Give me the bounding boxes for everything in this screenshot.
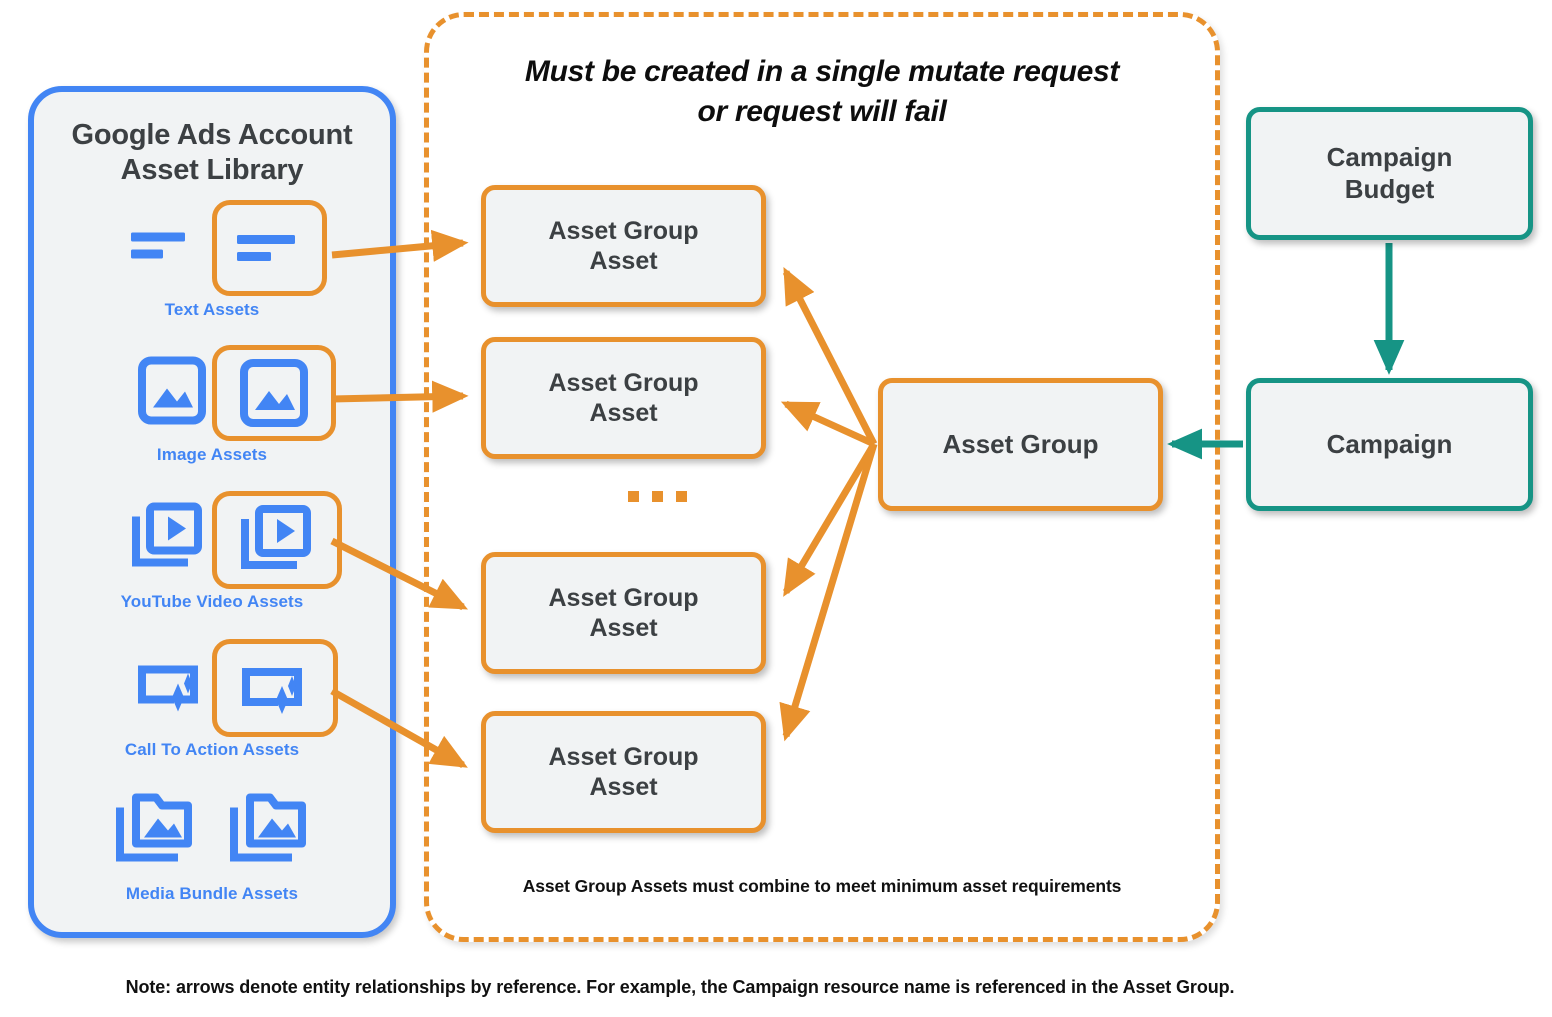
media-bundle-icon-second: [226, 790, 312, 875]
ellipsis-dot: [676, 491, 687, 502]
asset-group-asset-box[interactable]: Asset Group Asset: [481, 711, 766, 833]
campaign-budget-line2: Budget: [1344, 173, 1435, 204]
aga-2-line2: Asset: [589, 399, 658, 427]
aga-4-line1: Asset Group: [548, 742, 699, 771]
campaign-box[interactable]: Campaign: [1246, 378, 1533, 511]
aga-1-line2: Asset: [589, 247, 658, 275]
aga-3-line2: Asset: [589, 614, 658, 642]
cta-sparkle-icon: [132, 656, 210, 721]
asset-library-title: Google Ads Account Asset Library: [34, 118, 390, 189]
asset-library-title-line1: Google Ads Account: [71, 119, 353, 151]
video-stack-icon: [128, 501, 208, 580]
asset-group-asset-box[interactable]: Asset Group Asset: [481, 552, 766, 674]
asset-library-panel: Google Ads Account Asset Library: [28, 86, 396, 938]
text-lines-icon: [129, 223, 193, 274]
asset-icons-image: [34, 345, 390, 441]
asset-row-video[interactable]: YouTube Video Assets: [34, 491, 390, 612]
asset-caption-cta: Call To Action Assets: [124, 740, 300, 759]
asset-icons-cta: [34, 639, 390, 737]
aga-3-line1: Asset Group: [548, 583, 699, 612]
image-icon: [137, 356, 207, 431]
asset-group-box[interactable]: Asset Group: [878, 378, 1163, 511]
image-icon-highlighted[interactable]: [212, 345, 336, 441]
cta-sparkle-icon-highlighted[interactable]: [212, 639, 338, 737]
asset-caption-media-bundle: Media Bundle Assets: [125, 884, 299, 903]
asset-row-image[interactable]: Image Assets: [34, 345, 390, 465]
asset-group-asset-box[interactable]: Asset Group Asset: [481, 185, 766, 307]
campaign-budget-line1: Campaign: [1326, 141, 1453, 172]
asset-icons-text: [34, 200, 390, 296]
campaign-label: Campaign: [1326, 428, 1453, 459]
asset-row-text[interactable]: Text Assets: [34, 200, 390, 320]
aga-1-line1: Asset Group: [548, 216, 699, 245]
text-lines-icon-highlighted[interactable]: [212, 200, 327, 296]
ellipsis-dot: [652, 491, 663, 502]
mutate-request-title: Must be created in a single mutate reque…: [424, 52, 1220, 132]
mutate-title-line2: or request will fail: [697, 94, 947, 128]
asset-caption-image: Image Assets: [156, 445, 268, 464]
mutate-footnote: Asset Group Assets must combine to meet …: [522, 876, 1122, 896]
aga-4-line2: Asset: [589, 773, 658, 801]
campaign-budget-box[interactable]: Campaign Budget: [1246, 107, 1533, 240]
mutate-title-line1: Must be created in a single mutate reque…: [524, 55, 1120, 88]
asset-row-media-bundle[interactable]: Media Bundle Assets: [34, 784, 390, 904]
asset-group-asset-box[interactable]: Asset Group Asset: [481, 337, 766, 459]
asset-icons-media-bundle: [34, 784, 390, 880]
asset-row-cta[interactable]: Call To Action Assets: [34, 639, 390, 760]
asset-group-label: Asset Group: [942, 428, 1099, 459]
ellipsis-indicator: [628, 491, 687, 502]
asset-icons-video: [34, 491, 390, 589]
asset-caption-text: Text Assets: [164, 300, 260, 319]
video-stack-icon-highlighted[interactable]: [212, 491, 342, 589]
media-bundle-icon: [112, 790, 198, 875]
aga-2-line1: Asset Group: [548, 368, 699, 397]
asset-library-title-line2: Asset Library: [120, 154, 304, 187]
ellipsis-dot: [628, 491, 639, 502]
asset-caption-video: YouTube Video Assets: [120, 592, 304, 611]
diagram-note: Note: arrows denote entity relationships…: [125, 977, 1235, 997]
